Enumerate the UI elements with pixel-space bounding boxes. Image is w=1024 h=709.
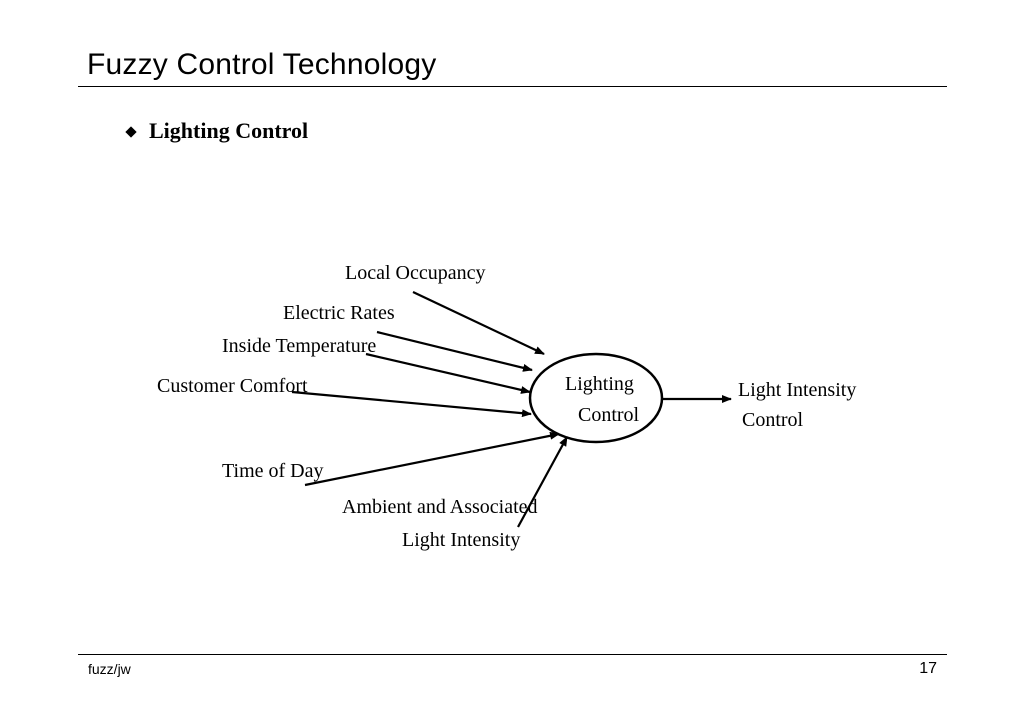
input-ambient-line1: Ambient and Associated	[342, 496, 538, 518]
center-label-line2: Control	[578, 404, 640, 426]
output-label-line1: Light Intensity	[738, 379, 856, 401]
center-label-line1: Lighting	[565, 373, 634, 395]
slide-title: Fuzzy Control Technology	[87, 48, 437, 81]
arrow-electric-rates	[376, 330, 533, 372]
arrow-time-of-day	[304, 431, 560, 487]
lighting-control-node	[528, 352, 664, 444]
input-ambient-line2: Light Intensity	[402, 529, 520, 551]
arrow-local-occupancy	[412, 291, 545, 355]
arrow-customer-comfort	[291, 390, 532, 418]
input-customer-comfort: Customer Comfort	[157, 375, 308, 397]
title-divider	[78, 86, 947, 87]
input-local-occupancy: Local Occupancy	[345, 262, 485, 284]
input-time-of-day: Time of Day	[222, 460, 323, 482]
page-number: 17	[919, 660, 937, 677]
bullet-item: Lighting Control	[125, 116, 309, 146]
bullet-text: Lighting Control	[149, 118, 309, 143]
footer-author: fuzz/jw	[88, 661, 131, 677]
input-electric-rates: Electric Rates	[283, 302, 395, 324]
output-label-line2: Control	[742, 409, 804, 431]
arrow-inside-temperature	[365, 352, 531, 394]
input-inside-temperature: Inside Temperature	[222, 335, 376, 357]
arrow-ambient-light	[517, 436, 568, 528]
footer-divider	[78, 654, 947, 655]
